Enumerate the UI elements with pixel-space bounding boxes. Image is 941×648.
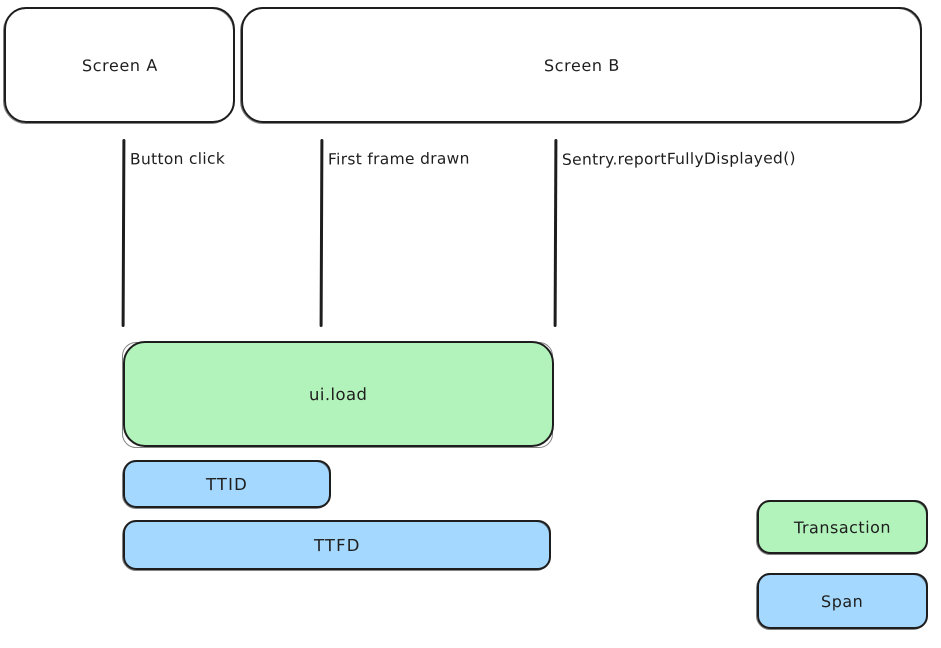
bar-ttid-label: TTID <box>206 474 248 494</box>
bar-ui-load-label: ui.load <box>309 384 368 404</box>
event-label-first-frame-drawn: First frame drawn <box>327 149 470 169</box>
event-line-button-click <box>121 138 126 328</box>
bar-ui-load[interactable]: ui.load <box>122 341 554 448</box>
legend-transaction-label: Transaction <box>793 517 892 537</box>
event-label-button-click: Button click <box>129 149 226 169</box>
legend-span-label: Span <box>821 591 864 611</box>
screen-a-label: Screen A <box>81 55 158 75</box>
bar-ttfd-label: TTFD <box>313 535 361 555</box>
bar-ttid[interactable]: TTID <box>122 460 331 509</box>
legend-transaction-swatch[interactable]: Transaction <box>756 500 928 555</box>
bar-ttfd[interactable]: TTFD <box>122 520 551 571</box>
screen-a-box[interactable]: Screen A <box>3 7 235 124</box>
event-line-first-frame-drawn <box>319 138 324 328</box>
screen-b-label: Screen B <box>543 55 620 75</box>
event-line-report-fully-displayed <box>553 138 558 328</box>
event-label-report-fully-displayed: Sentry.reportFullyDisplayed() <box>561 149 796 169</box>
legend-span-swatch[interactable]: Span <box>756 573 928 630</box>
screen-b-box[interactable]: Screen B <box>240 7 922 124</box>
